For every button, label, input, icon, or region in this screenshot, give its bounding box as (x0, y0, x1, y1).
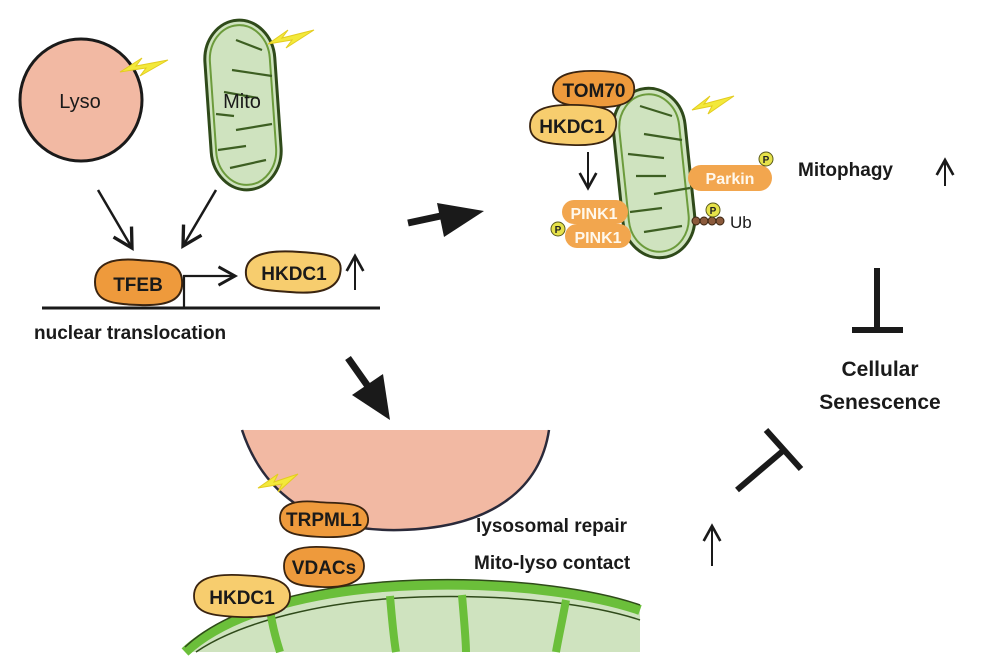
pink1-top: PINK1 (562, 200, 628, 224)
phospho-ub: P (705, 202, 721, 218)
phospho-label: P (710, 206, 717, 217)
parkin-protein: Parkin (688, 165, 772, 191)
hkdc1-protein-mito: HKDC1 (529, 103, 617, 147)
hkdc1-label-mito: HKDC1 (539, 117, 605, 138)
ub-label: Ub (730, 213, 752, 232)
phospho-parkin: P (758, 151, 774, 167)
pink1-bottom: PINK1 (565, 224, 631, 248)
inhibition-repair-senescence (735, 427, 804, 493)
trpml1-label: TRPML1 (286, 510, 362, 531)
ubiquitin-chain (691, 216, 725, 226)
promoter-arrow (182, 265, 239, 307)
pink1-top-label: PINK1 (570, 206, 617, 223)
phospho-pink1: P (550, 221, 566, 237)
lysosome: Lyso (18, 37, 144, 163)
mitochondrion-mitophagy (611, 86, 697, 260)
big-arrow-down (345, 355, 390, 420)
tfeb-label: TFEB (113, 275, 163, 296)
tfeb-protein: TFEB (93, 258, 184, 307)
lightning-bolt-icon (257, 473, 299, 493)
tom70-label: TOM70 (562, 81, 625, 102)
lyso-label: Lyso (59, 91, 101, 113)
senescence-line1: Cellular (841, 358, 918, 381)
parkin-label: Parkin (706, 171, 755, 188)
vdacs-protein: VDACs (283, 545, 365, 588)
senescence-line2: Senescence (819, 391, 940, 414)
inhibition-mitophagy-senescence (852, 268, 903, 333)
arrow-lyso-to-tfeb (96, 189, 134, 251)
phospho-label: P (763, 155, 770, 166)
arrow-mito-to-tfeb (181, 189, 218, 249)
lightning-bolt-icon (267, 29, 315, 49)
phospho-label: P (555, 225, 562, 236)
tom70-protein: TOM70 (552, 69, 636, 109)
trpml1-protein: TRPML1 (279, 500, 369, 539)
lysosomal-repair-label: lysosomal repair (476, 516, 628, 537)
hkdc1-label: HKDC1 (261, 264, 327, 285)
mitophagy-label: Mitophagy (798, 160, 893, 181)
mito-lyso-contact-label: Mito-lyso contact (474, 553, 631, 574)
mitochondrion: Mito (203, 18, 283, 192)
pink1-bottom-label: PINK1 (574, 230, 621, 247)
nuclear-translocation-caption: nuclear translocation (34, 323, 226, 344)
mito-label: Mito (223, 91, 261, 113)
hkdc1-label-contact: HKDC1 (209, 588, 275, 609)
lightning-bolt-icon (119, 57, 169, 77)
vdacs-label: VDACs (292, 558, 356, 579)
big-arrow-right (407, 203, 484, 237)
hkdc1-protein-contact: HKDC1 (193, 573, 291, 619)
lightning-bolt-icon (691, 95, 735, 115)
hkdc1-protein: HKDC1 (244, 250, 342, 294)
